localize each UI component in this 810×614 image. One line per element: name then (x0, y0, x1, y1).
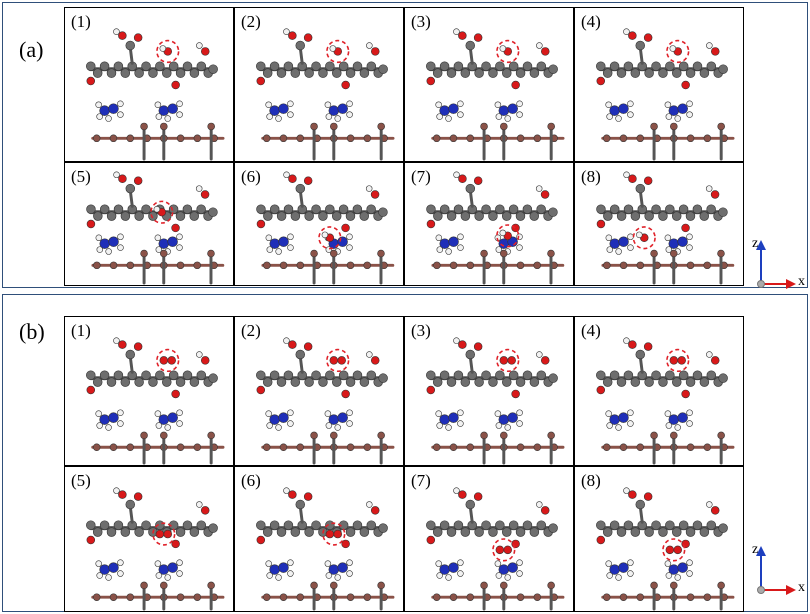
panel-number: (7) (411, 167, 431, 186)
axis-arrows-icon (756, 546, 796, 595)
panel-number: (2) (241, 321, 261, 340)
axis-x-label: x (798, 580, 805, 595)
panel-b-7: (7) (404, 466, 574, 612)
panel-number: (4) (581, 321, 601, 340)
axis-arrows-icon (756, 240, 796, 289)
molecular-structure-image (596, 487, 735, 611)
panel-a-5: (5) (64, 162, 234, 286)
molecular-structure-image (426, 171, 565, 285)
panel-a-1: (1) (64, 7, 234, 162)
axis-x-label: x (798, 274, 805, 289)
section-label: (a) (19, 37, 44, 62)
molecular-structure-image (256, 487, 395, 611)
panel-number: (2) (241, 12, 261, 31)
axis-z-label: z (752, 236, 759, 251)
panel-number: (3) (411, 321, 431, 340)
panel-a-7: (7) (404, 162, 574, 286)
panel-number: (8) (581, 167, 601, 186)
molecular-structure-image (426, 28, 565, 161)
panel-number: (7) (411, 471, 431, 490)
panel-number: (5) (71, 167, 91, 186)
section-label: (b) (19, 319, 45, 344)
panel-a-6: (6) (234, 162, 404, 286)
panel-b-1: (1) (64, 316, 234, 466)
molecular-structure-image (426, 337, 565, 465)
axis-indicator-b: z x (752, 540, 808, 600)
panel-b-4: (4) (574, 316, 744, 466)
molecular-structure-image (86, 28, 225, 161)
molecular-structure-image (426, 487, 565, 611)
panel-a-2: (2) (234, 7, 404, 162)
molecular-structure-image (86, 337, 225, 465)
axis-indicator-a: z x (752, 234, 808, 294)
panel-number: (1) (71, 12, 91, 31)
molecular-structure-image (86, 171, 225, 285)
panel-number: (5) (71, 471, 91, 490)
panel-b-6: (6) (234, 466, 404, 612)
section-a: (a) (2, 2, 808, 288)
molecular-structure-image (596, 171, 735, 285)
molecular-structure-image (596, 337, 735, 465)
panel-b-5: (5) (64, 466, 234, 612)
axis-z-label: z (752, 542, 759, 557)
panel-number: (6) (241, 471, 261, 490)
panel-b-8: (8) (574, 466, 744, 612)
molecular-structure-image (256, 28, 395, 161)
panel-b-3: (3) (404, 316, 574, 466)
molecular-structure-image (596, 28, 735, 161)
panel-a-4: (4) (574, 7, 744, 162)
panel-a-3: (3) (404, 7, 574, 162)
panel-b-2: (2) (234, 316, 404, 466)
molecular-structure-image (86, 487, 225, 611)
panel-number: (3) (411, 12, 431, 31)
panel-number: (1) (71, 321, 91, 340)
molecular-structure-image (256, 337, 395, 465)
panel-number: (8) (581, 471, 601, 490)
panel-number: (6) (241, 167, 261, 186)
molecular-structure-image (256, 171, 395, 285)
panel-a-8: (8) (574, 162, 744, 286)
panel-number: (4) (581, 12, 601, 31)
